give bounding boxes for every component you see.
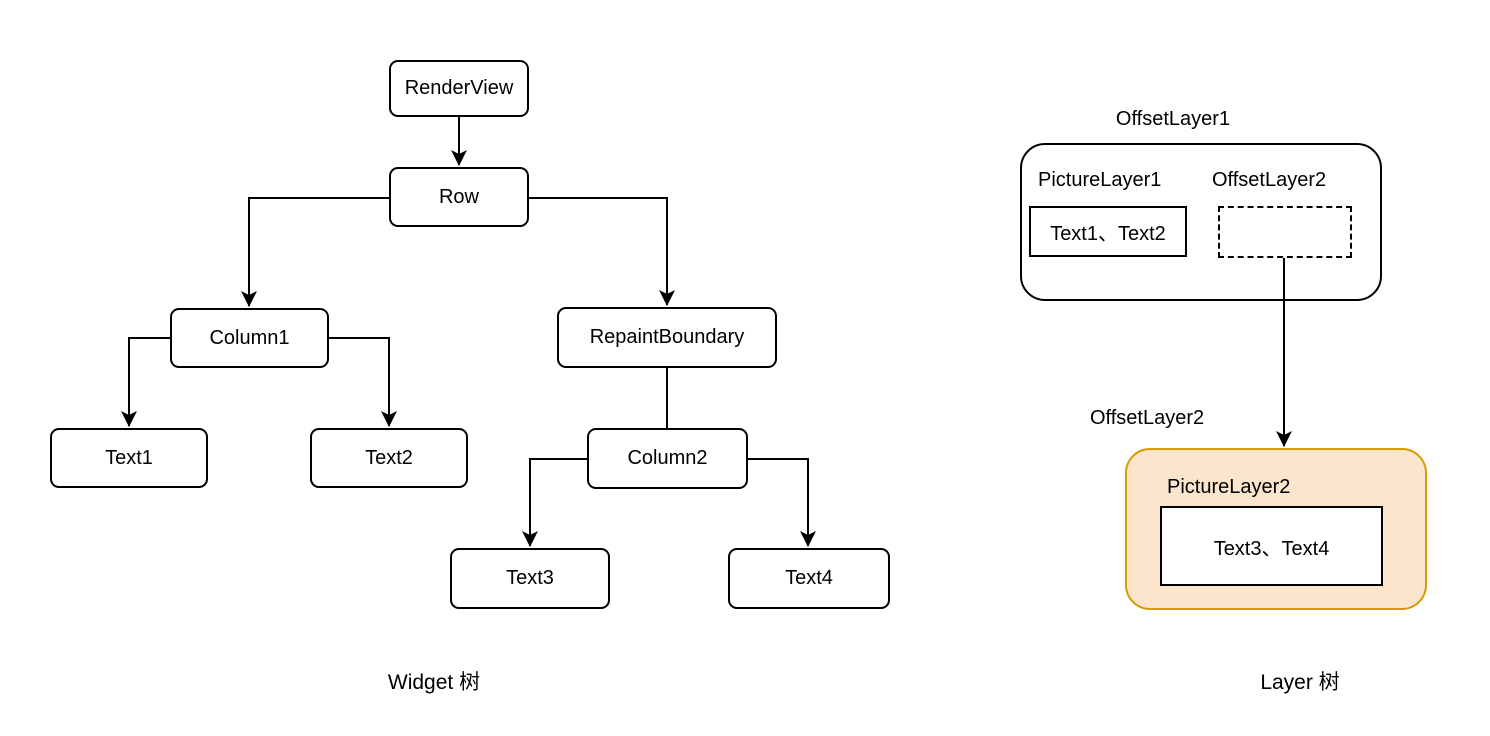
edge-row-column1 [241,197,389,307]
node-renderview: RenderView [389,60,529,117]
picturelayer2-content-box: Text3、Text4 [1160,506,1383,586]
node-text2: Text2 [310,428,468,488]
edge-row-repaintboundary [529,197,675,306]
node-column2: Column2 [587,428,748,489]
picturelayer1-content-box: Text1、Text2 [1029,206,1187,257]
node-row: Row [389,167,529,227]
layer-tree-caption: Layer 树 [1260,671,1340,694]
offsetlayer1-title: OffsetLayer1 [1115,108,1231,130]
node-column1: Column1 [170,308,329,368]
edge-column1-text1 [121,337,170,427]
node-text1: Text1 [50,428,208,488]
node-text3: Text3 [450,548,610,609]
picturelayer1-label: PictureLayer1 [1038,169,1162,191]
edge-column2-text3 [522,458,587,547]
widget-tree-caption: Widget 树 [387,671,481,694]
node-repaintboundary: RepaintBoundary [557,307,777,368]
offsetlayer2-placeholder-box [1218,206,1352,258]
node-text4: Text4 [728,548,890,609]
offsetlayer2-title: OffsetLayer2 [1090,407,1205,429]
edge-column2-text4 [748,458,816,547]
offsetlayer2-label-top: OffsetLayer2 [1212,169,1327,191]
picturelayer2-label: PictureLayer2 [1167,476,1291,498]
edge-column1-text2 [329,337,397,427]
